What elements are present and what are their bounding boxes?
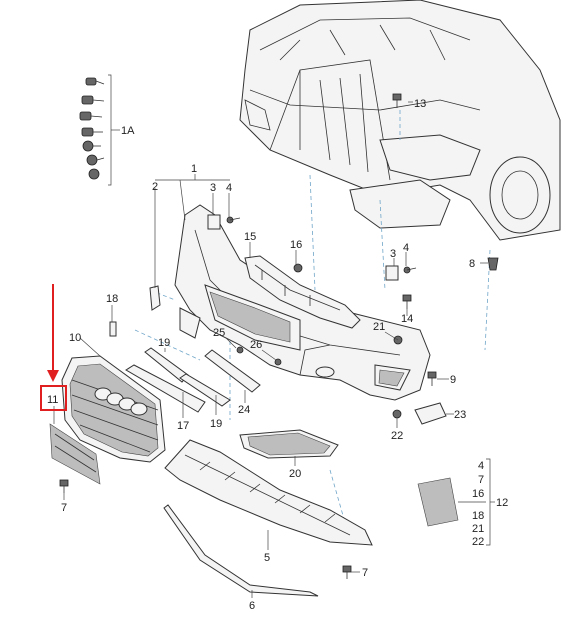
callout-15: 15 [244, 231, 256, 243]
pin-18 [109, 321, 117, 337]
clip-icon [293, 263, 303, 273]
callout-7-lower: 7 [362, 567, 368, 579]
callout-labels: 1 2 3 4 13 15 16 3 4 8 18 14 21 10 19 25… [47, 98, 508, 612]
callout-5: 5 [264, 552, 270, 564]
screw-icon [226, 216, 241, 224]
undertray-5 [164, 439, 373, 546]
highlight-marker [40, 284, 67, 411]
callout-20: 20 [289, 468, 301, 480]
callout-6: 6 [249, 600, 255, 612]
leader-lines [53, 101, 495, 598]
bolt-icon [59, 479, 69, 493]
clip-icon [86, 154, 105, 166]
callout-17: 17 [177, 420, 189, 432]
bolt-icon [392, 93, 402, 108]
kit-bag-12 [417, 477, 459, 527]
callout-24: 24 [238, 404, 250, 416]
spoiler-strip-6 [163, 504, 319, 597]
callout-23: 23 [454, 409, 466, 421]
bolt-icon [79, 111, 103, 121]
callout-25: 25 [213, 327, 225, 339]
bolt-icon [342, 565, 352, 579]
rivet-icon [487, 257, 499, 271]
small-parts [59, 93, 499, 579]
bracket-3-right [385, 265, 399, 281]
callout-21: 21 [373, 321, 385, 333]
kit-list-item: 21 [472, 523, 484, 535]
callout-1: 1 [191, 163, 197, 175]
screw-icon [236, 346, 244, 354]
kit-list-item: 22 [472, 536, 484, 548]
callout-3-right: 3 [390, 248, 396, 260]
callout-9: 9 [450, 374, 456, 386]
callout-1a: 1A [121, 125, 135, 137]
callout-13: 13 [414, 98, 426, 110]
callout-7: 7 [61, 502, 67, 514]
screw-icon [403, 266, 417, 274]
kit-list-item: 4 [478, 460, 484, 472]
clip-icon [392, 409, 402, 419]
trim-strips [125, 347, 261, 413]
callout-12: 12 [496, 497, 508, 509]
callout-2: 2 [152, 181, 158, 193]
callout-10: 10 [69, 332, 81, 344]
highlight-box [40, 385, 67, 411]
fog-lamp-grille-20 [239, 429, 339, 459]
trim-strip-2 [149, 285, 161, 311]
callout-3: 3 [210, 182, 216, 194]
license-plate-holder [49, 423, 101, 485]
callout-8: 8 [469, 258, 475, 270]
tow-hook-cover-23 [414, 402, 447, 425]
radiator-grille [61, 355, 166, 463]
upper-bracket-15 [244, 255, 361, 329]
clip-icon [88, 168, 100, 180]
callout-4: 4 [226, 182, 232, 194]
callout-4-right: 4 [403, 242, 409, 254]
callout-18: 18 [106, 293, 118, 305]
kit-list-item: 18 [472, 510, 484, 522]
callout-14: 14 [401, 313, 413, 325]
bolt-icon [81, 127, 103, 137]
callout-22: 22 [391, 430, 403, 442]
clip-icon [82, 140, 101, 152]
callout-19-lower: 19 [210, 418, 222, 430]
callout-19: 19 [158, 337, 170, 349]
bolt-icon [402, 294, 412, 309]
callout-16: 16 [290, 239, 302, 251]
kit-list-item: 16 [472, 488, 484, 500]
bolt-icon [427, 371, 437, 386]
callout-11: 11 [47, 394, 58, 406]
screw-icon [274, 358, 282, 366]
bracket-3-left [207, 214, 221, 230]
fastener-set-1a: 1A [79, 74, 135, 186]
kit-list-item: 7 [478, 474, 484, 486]
callout-26: 26 [250, 339, 262, 351]
bolt-icon [85, 77, 105, 86]
bolt-icon [81, 95, 105, 105]
